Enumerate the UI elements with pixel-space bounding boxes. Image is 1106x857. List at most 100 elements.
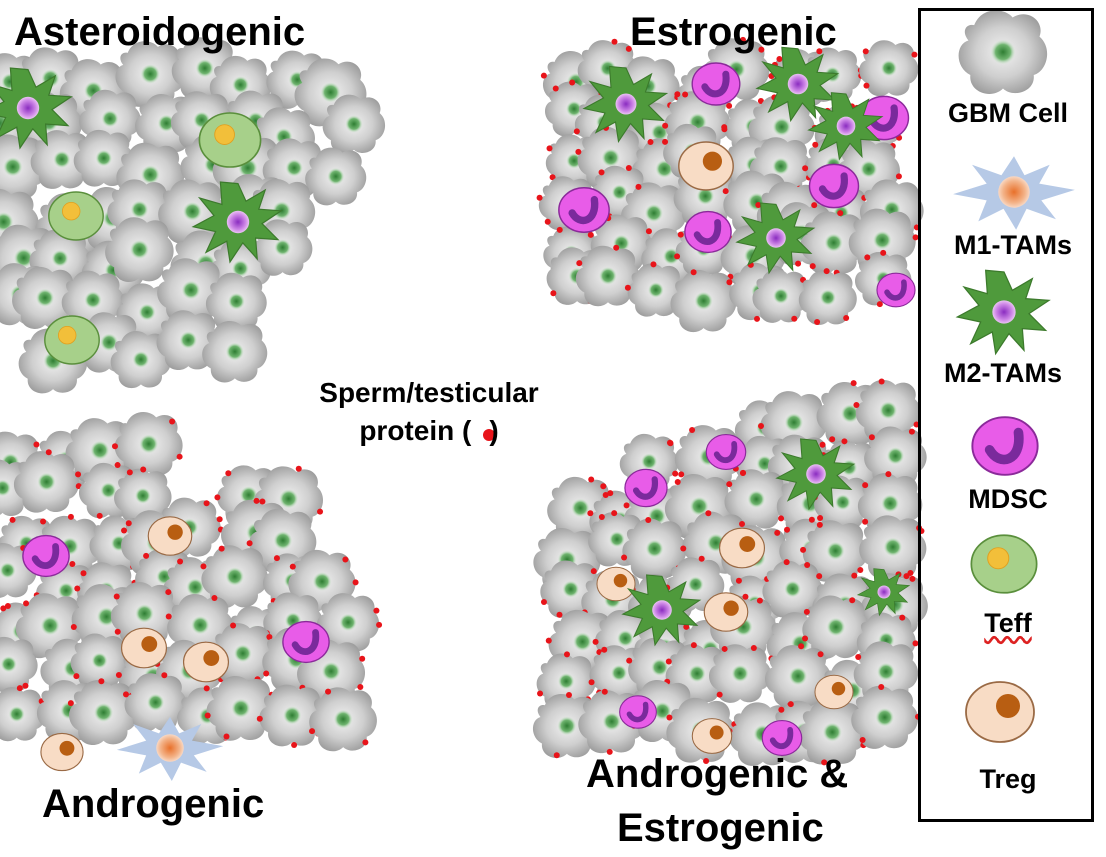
protein-dot [739, 36, 746, 43]
protein-dot [246, 540, 253, 547]
center-note-line2-text: protein ( [359, 415, 472, 446]
protein-dot [817, 515, 824, 522]
protein-dot [816, 573, 823, 580]
protein-dot [739, 520, 746, 527]
protein-dot [635, 183, 642, 190]
protein-dot [903, 573, 910, 580]
protein-dot [203, 685, 210, 692]
mdsc-cell [620, 696, 657, 728]
treg-cell [691, 717, 733, 755]
protein-dot [859, 737, 866, 744]
protein-dot [569, 79, 576, 86]
protein-dot [758, 423, 765, 430]
protein-dot [909, 575, 916, 582]
protein-dot [161, 672, 168, 679]
protein-dot [739, 469, 746, 476]
protein-dot [814, 318, 821, 325]
protein-dot [885, 471, 892, 478]
protein-dot [74, 585, 81, 592]
protein-dot [672, 470, 679, 477]
protein-dot [587, 510, 594, 517]
protein-dot [899, 614, 906, 621]
protein-dot [841, 438, 848, 445]
protein-dot [645, 516, 652, 523]
protein-dot [113, 593, 120, 600]
protein-dot [809, 263, 816, 270]
protein-dot [703, 757, 710, 764]
protein-dot [140, 466, 147, 473]
protein-dot [750, 645, 757, 652]
asteroidogenic-cluster [0, 37, 386, 394]
protein-dot [576, 260, 583, 267]
protein-dot [849, 597, 856, 604]
protein-dot [816, 521, 823, 528]
protein-dot [843, 314, 850, 321]
protein-dot [662, 122, 669, 129]
protein-dot [96, 512, 103, 519]
protein-dot [309, 728, 316, 735]
protein-dot [263, 670, 270, 677]
protein-dot [819, 441, 826, 448]
protein-dot [837, 210, 844, 217]
protein-dot [592, 638, 599, 645]
protein-dot [804, 561, 811, 568]
protein-dot [121, 527, 128, 534]
treg-cell [596, 566, 636, 602]
legend-label-teff: Teff [928, 608, 1088, 639]
protein-dot [864, 254, 871, 261]
protein-dot [289, 563, 296, 570]
protein-dot [556, 611, 563, 618]
protein-dot [705, 510, 712, 517]
protein-dot [16, 685, 23, 692]
panel-title-estrogenic: Estrogenic [630, 10, 837, 54]
mdsc-cell [625, 469, 667, 506]
protein-dot [22, 682, 29, 689]
legend-label-mdsc: MDSC [968, 484, 1048, 514]
protein-dot [625, 45, 632, 52]
treg-cell [703, 592, 749, 632]
protein-dot [122, 691, 129, 698]
protein-dot [606, 748, 613, 755]
protein-dot [588, 476, 595, 483]
protein-dot [680, 545, 687, 552]
protein-dot [908, 428, 915, 435]
protein-dot [23, 600, 30, 607]
protein-dot [682, 91, 689, 98]
treg-cell [718, 527, 766, 569]
protein-dot [791, 315, 798, 322]
protein-dot [575, 148, 582, 155]
protein-dot [755, 201, 762, 208]
protein-dot [851, 572, 858, 579]
protein-dot [665, 658, 672, 665]
protein-dot [645, 228, 652, 235]
protein-dot [811, 202, 818, 209]
protein-dot [726, 279, 733, 286]
legend-label-treg: Treg [979, 764, 1037, 794]
mdsc-cell [877, 273, 915, 307]
protein-dot [878, 378, 885, 385]
protein-dot [662, 138, 669, 145]
teff-cell [47, 191, 105, 241]
mdsc-cell [692, 63, 740, 105]
protein-dot [223, 733, 230, 740]
panel-title-androgenic-estrogenic-line1: Androgenic & [586, 752, 849, 796]
protein-dot [674, 91, 681, 98]
protein-dot [0, 605, 7, 612]
protein-dot [537, 690, 544, 697]
protein-dot [611, 510, 618, 517]
legend [918, 8, 1094, 822]
protein-dot [573, 128, 580, 135]
protein-dot [690, 642, 697, 649]
protein-dot [114, 462, 121, 469]
protein-dot [602, 491, 609, 498]
protein-dot [549, 174, 556, 181]
protein-dot [776, 55, 783, 62]
protein-dot [868, 434, 875, 441]
protein-dot [165, 589, 172, 596]
protein-dot [9, 516, 16, 523]
protein-dot [126, 469, 133, 476]
protein-dot [678, 471, 685, 478]
panel-title-asteroidogenic: Asteroidogenic [14, 10, 306, 54]
protein-dot [674, 479, 681, 486]
protein-dot [778, 706, 785, 713]
